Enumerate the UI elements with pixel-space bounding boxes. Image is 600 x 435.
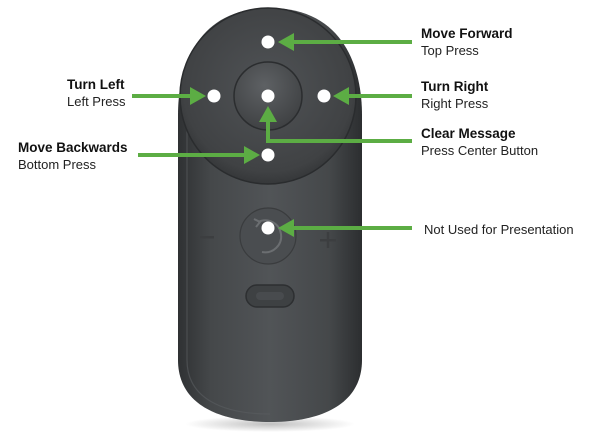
remote-shadow — [185, 416, 355, 432]
label-right-title: Turn Right — [421, 79, 489, 94]
dot-right — [317, 89, 331, 103]
annotation-arrows — [132, 33, 412, 237]
label-clear-title: Clear Message — [421, 126, 516, 141]
volume-minus-icon[interactable] — [200, 236, 214, 239]
arrow-backwards — [138, 146, 260, 164]
label-right-sub: Right Press — [421, 96, 489, 111]
home-pill-inner — [256, 292, 284, 300]
arrow-clear — [259, 106, 412, 143]
label-left-title: Turn Left — [67, 77, 125, 92]
remote-edge-highlight — [186, 120, 271, 415]
dot-bottom — [261, 148, 275, 162]
back-arrow-head — [253, 218, 262, 228]
dot-left — [207, 89, 221, 103]
back-arrow-icon — [257, 219, 283, 254]
label-forward: Move Forward Top Press — [421, 25, 513, 59]
label-backwards-title: Move Backwards — [18, 140, 128, 155]
label-clear-sub: Press Center Button — [421, 143, 539, 158]
label-left-sub: Left Press — [67, 94, 126, 109]
label-left: Turn Left Left Press — [67, 76, 126, 110]
label-right: Turn Right Right Press — [421, 78, 488, 112]
dot-back — [261, 221, 275, 235]
dot-top — [261, 35, 275, 49]
arrow-left — [132, 87, 206, 105]
arrow-forward — [278, 33, 412, 51]
label-back-button-title: Not Used for Presentation — [424, 222, 574, 237]
back-button[interactable] — [239, 207, 297, 265]
label-forward-sub: Top Press — [421, 43, 479, 58]
arrow-right — [333, 87, 412, 105]
arrow-back-button — [278, 219, 412, 237]
volume-plus-icon[interactable] — [320, 232, 336, 248]
label-back-button: Not Used for Presentation — [424, 221, 574, 238]
label-backwards: Move Backwards Bottom Press — [18, 139, 128, 173]
label-clear: Clear Message Press Center Button — [421, 125, 538, 159]
label-backwards-sub: Bottom Press — [18, 157, 97, 172]
label-forward-title: Move Forward — [421, 26, 513, 41]
dot-center — [261, 89, 275, 103]
